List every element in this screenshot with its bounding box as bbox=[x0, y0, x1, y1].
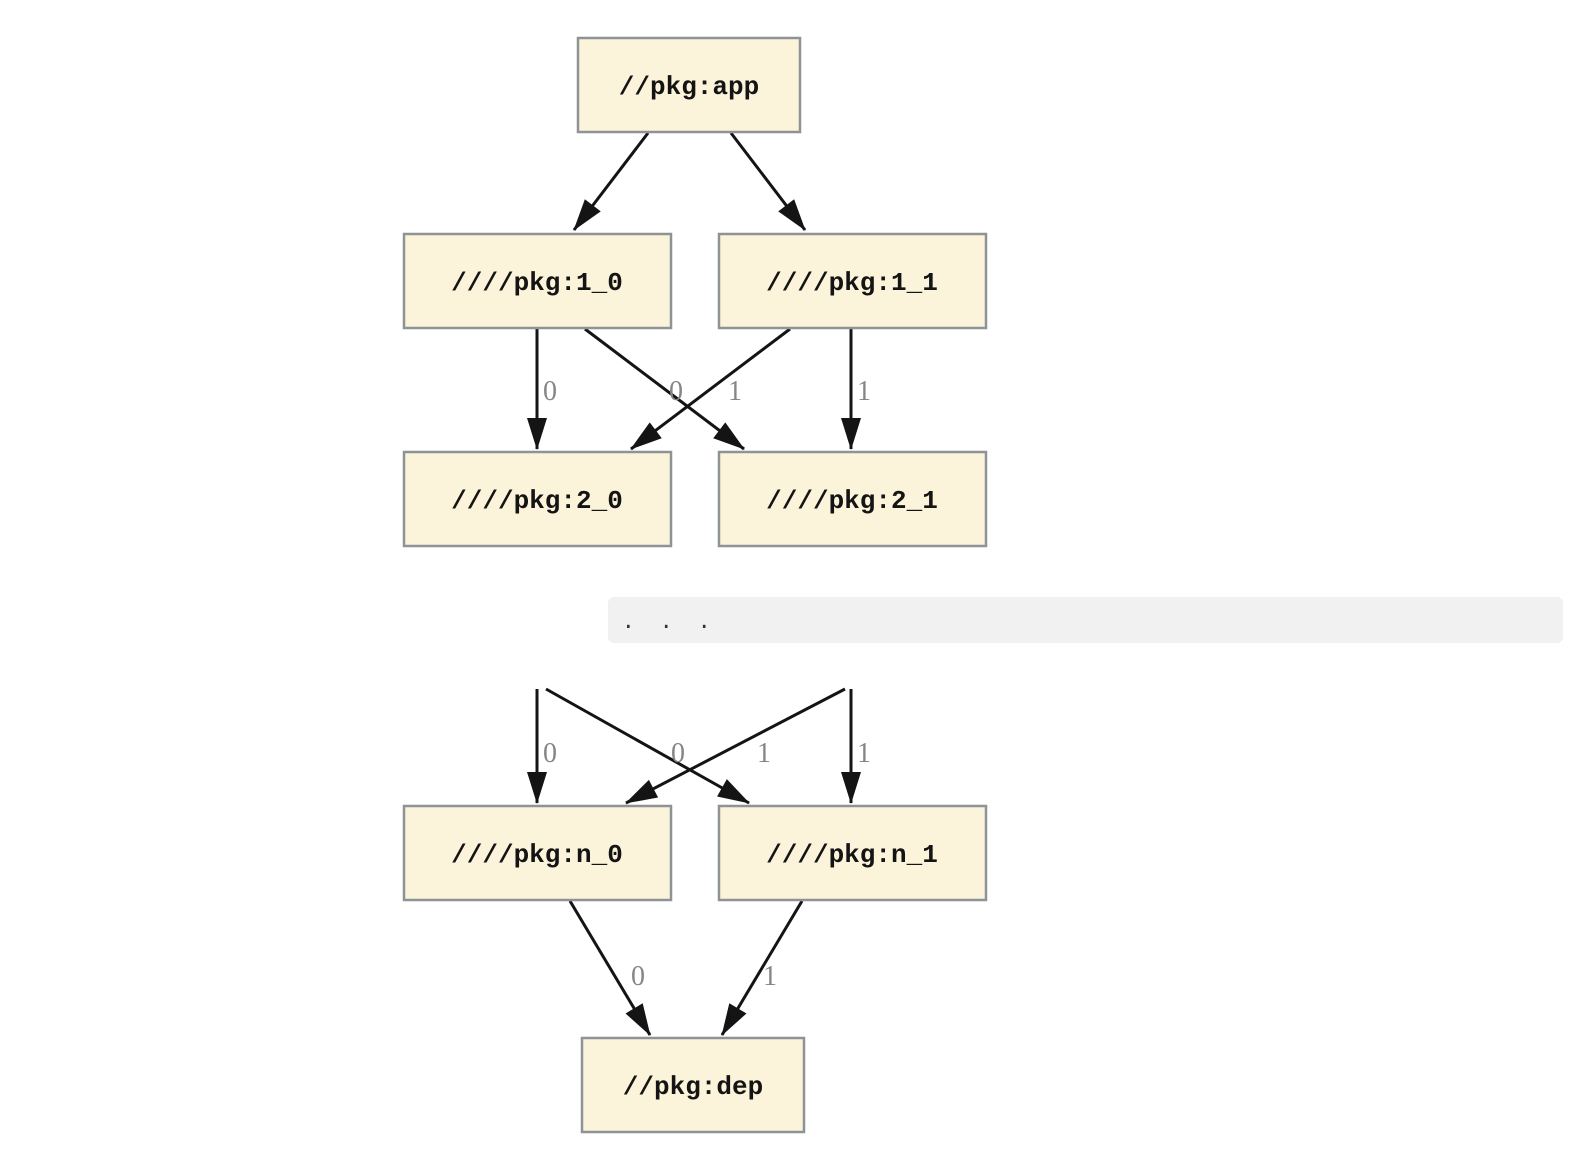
node-pkg2_1-box bbox=[717, 450, 988, 548]
node-pkg2_0-box bbox=[402, 450, 673, 548]
node-pkg1_0: ////pkg:1_0 bbox=[402, 232, 673, 330]
edge-label: 1 bbox=[728, 376, 742, 407]
node-pkgn_1: ////pkg:n_1 bbox=[717, 804, 988, 902]
node-app-label: //pkg:app bbox=[619, 72, 759, 102]
node-pkgn_1-box bbox=[717, 804, 988, 902]
edge-app-to-1_0 bbox=[572, 132, 650, 231]
edge-label: 0 bbox=[543, 376, 557, 407]
node-pkg2_0-label: ////pkg:2_0 bbox=[451, 486, 623, 516]
node-dep-label: //pkg:dep bbox=[623, 1072, 763, 1102]
node-pkg2_0: ////pkg:2_0 bbox=[402, 450, 673, 548]
edge-label-layer: 0 1 0 1 0 1 0 1 0 1 bbox=[543, 376, 871, 992]
edge-label: 0 bbox=[669, 376, 683, 407]
node-dep-box bbox=[580, 1036, 806, 1134]
node-pkg1_1: ////pkg:1_1 bbox=[717, 232, 988, 330]
edge-1_0-to-2_1 bbox=[584, 327, 745, 451]
node-layer: //pkg:app ////pkg:1_0 ////pkg:1_1 ////pk… bbox=[402, 36, 988, 1134]
edge-label: 1 bbox=[857, 738, 871, 769]
edge-n_1-to-dep bbox=[720, 900, 804, 1036]
node-pkgn_1-label: ////pkg:n_1 bbox=[766, 840, 938, 870]
edge-label: 0 bbox=[543, 738, 557, 769]
node-pkgn_0-box bbox=[402, 804, 673, 902]
node-app-box bbox=[576, 36, 802, 134]
node-pkg2_1: ////pkg:2_1 bbox=[717, 450, 988, 548]
edge-label: 0 bbox=[671, 738, 685, 769]
node-pkg2_1-label: ////pkg:2_1 bbox=[766, 486, 938, 516]
ellipsis-text: . . . bbox=[622, 609, 711, 633]
edge-app-to-1_1 bbox=[729, 132, 807, 231]
ellipsis-code-bar: . . . bbox=[608, 597, 1563, 643]
edge-ellipsis-to-n_1-cross bbox=[545, 687, 750, 805]
node-pkg1_1-label: ////pkg:1_1 bbox=[766, 268, 938, 298]
edge-1_1-to-2_0 bbox=[630, 327, 791, 451]
node-dep: //pkg:dep bbox=[580, 1036, 806, 1134]
edge-ellipsis-to-n_0-cross bbox=[625, 687, 846, 805]
edge-label: 1 bbox=[763, 961, 777, 992]
node-pkgn_0-label: ////pkg:n_0 bbox=[451, 840, 623, 870]
node-pkg1_0-box bbox=[402, 232, 673, 330]
node-pkg1_1-box bbox=[717, 232, 988, 330]
edge-n_0-to-dep bbox=[568, 900, 652, 1036]
edge-label: 0 bbox=[631, 961, 645, 992]
node-app: //pkg:app bbox=[576, 36, 802, 134]
edge-layer bbox=[527, 132, 861, 1036]
node-pkgn_0: ////pkg:n_0 bbox=[402, 804, 673, 902]
node-pkg1_0-label: ////pkg:1_0 bbox=[451, 268, 623, 298]
edge-label: 1 bbox=[857, 376, 871, 407]
edge-label: 1 bbox=[757, 738, 771, 769]
